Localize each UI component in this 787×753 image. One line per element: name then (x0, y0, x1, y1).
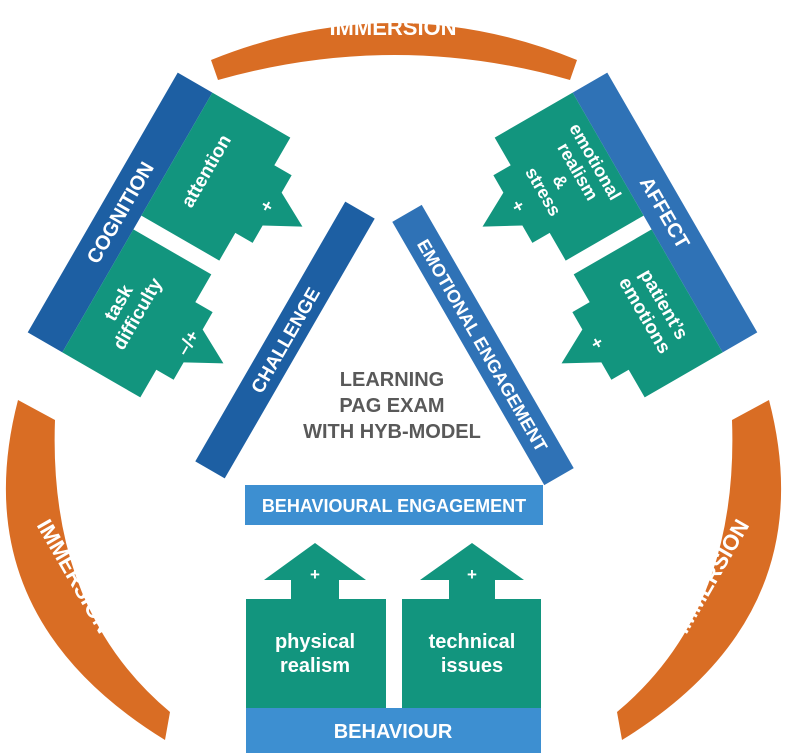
cognition-block: COGNITION attention + task difficulty –/… (27, 72, 303, 398)
physical-realism-box (246, 543, 386, 710)
technical-issues-line2: issues (441, 655, 503, 677)
immersion-arc-top (211, 23, 577, 80)
attention-box (141, 92, 303, 261)
immersion-arc-right (617, 400, 782, 740)
immersion-label-top: IMMERSION (329, 15, 456, 40)
emotional-realism-box (482, 92, 644, 261)
technical-issues-line1: technical (429, 631, 516, 653)
physical-realism-line1: physical (275, 631, 355, 653)
affect-title-bar (572, 72, 758, 353)
triangle-interior (208, 206, 560, 478)
center-line-3: WITH HYB-MODEL (303, 421, 481, 443)
behaviour-title: BEHAVIOUR (334, 721, 453, 743)
patients-emotions-box (561, 229, 723, 398)
cognition-title-bar (27, 72, 213, 353)
behaviour-bar (246, 708, 541, 753)
technical-issues-sign: + (467, 565, 477, 584)
immersion-arc-left (5, 400, 170, 740)
center-line-1: LEARNING (340, 369, 444, 391)
affect-block: AFFECT emotional realism & stress + pati… (482, 72, 758, 398)
task-difficulty-box (62, 229, 224, 398)
technical-issues-box (402, 543, 541, 710)
behavioural-engagement-bar (245, 485, 543, 525)
physical-realism-line2: realism (280, 655, 350, 677)
behavioural-engagement-label: BEHAVIOURAL ENGAGEMENT (262, 496, 526, 516)
physical-realism-sign: + (310, 565, 320, 584)
center-line-2: PAG EXAM (339, 395, 444, 417)
emotional-engagement-bar (392, 204, 574, 486)
challenge-bar (195, 201, 375, 479)
